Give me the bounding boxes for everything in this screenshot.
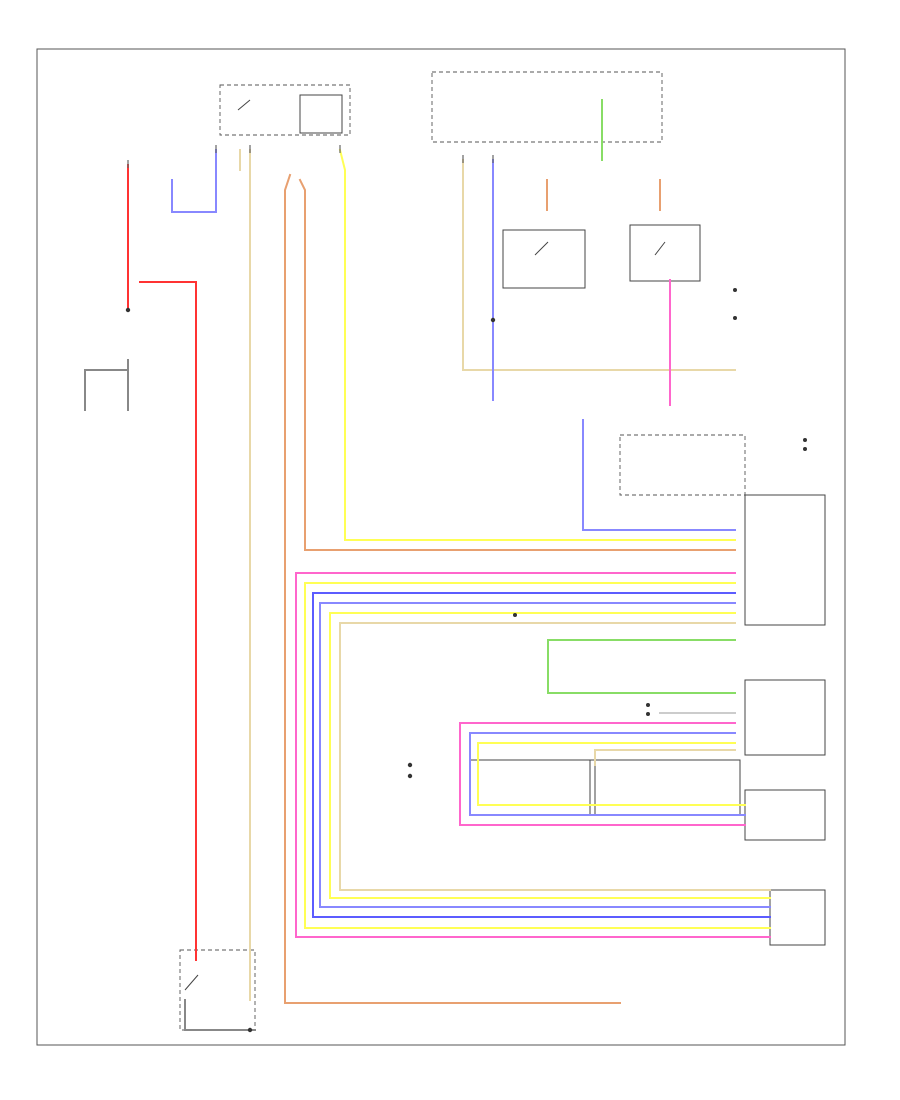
splice-dot — [646, 703, 650, 707]
diagram-frame — [36, 48, 846, 1046]
wire-yellow-relay — [338, 148, 736, 541]
wire-orange-pcm — [298, 178, 736, 551]
wire-pink-tcm — [459, 722, 746, 826]
splice-dot — [803, 438, 807, 442]
splice-dot — [803, 447, 807, 451]
wire-black-ground-1 — [84, 369, 129, 411]
wire-yellow-tcm — [477, 742, 746, 806]
wire-yellow-bus-1 — [304, 582, 771, 929]
wire-blue-bus-1 — [312, 592, 771, 918]
wire-starter-ground — [184, 999, 256, 1031]
splice-dot — [513, 613, 517, 617]
splice-dot — [733, 288, 737, 292]
relay-contact — [237, 99, 251, 111]
splice-dot — [247, 1027, 253, 1033]
clutch-switch-blade — [654, 241, 666, 256]
wire-green-tcm — [547, 639, 736, 694]
splice-dot — [407, 762, 413, 768]
wire-tan-bus — [339, 622, 771, 891]
wire-orange-start — [284, 173, 621, 1004]
relay-box — [299, 94, 343, 134]
wire-pink-bus-1 — [295, 572, 771, 938]
pcm-module — [744, 494, 826, 626]
wire-blue-pcm — [582, 419, 736, 531]
wire-violet-fuse — [171, 149, 217, 213]
pcm-connector-block — [619, 434, 746, 496]
wire-tan-tcm — [594, 749, 736, 766]
wire-red-starter — [139, 281, 197, 961]
transmission-control-module — [744, 679, 826, 756]
battery-junction-box — [219, 84, 351, 136]
shift-solenoid-connector — [769, 889, 826, 946]
wire-tan-brake — [462, 159, 736, 371]
ground-junction-2 — [589, 759, 741, 816]
splice-dot — [490, 317, 496, 323]
brake-switch-blade — [534, 241, 549, 256]
wire-violet-bus-1 — [319, 602, 771, 908]
wire-violet-tcm — [469, 732, 746, 816]
starter-switch-blade — [184, 974, 199, 991]
ground-junction — [469, 759, 596, 816]
splice-dot — [733, 316, 737, 320]
brake-switch — [502, 229, 586, 289]
wire-yellow-bus-2 — [329, 612, 771, 899]
splice-dot — [646, 712, 650, 716]
clutch-switch — [629, 224, 701, 282]
fuse-block-top — [431, 71, 663, 143]
starter-relay-box — [179, 949, 256, 1031]
transmission-range-sensor — [744, 789, 826, 841]
splice-dot — [407, 773, 413, 779]
splice-dot — [125, 307, 131, 313]
